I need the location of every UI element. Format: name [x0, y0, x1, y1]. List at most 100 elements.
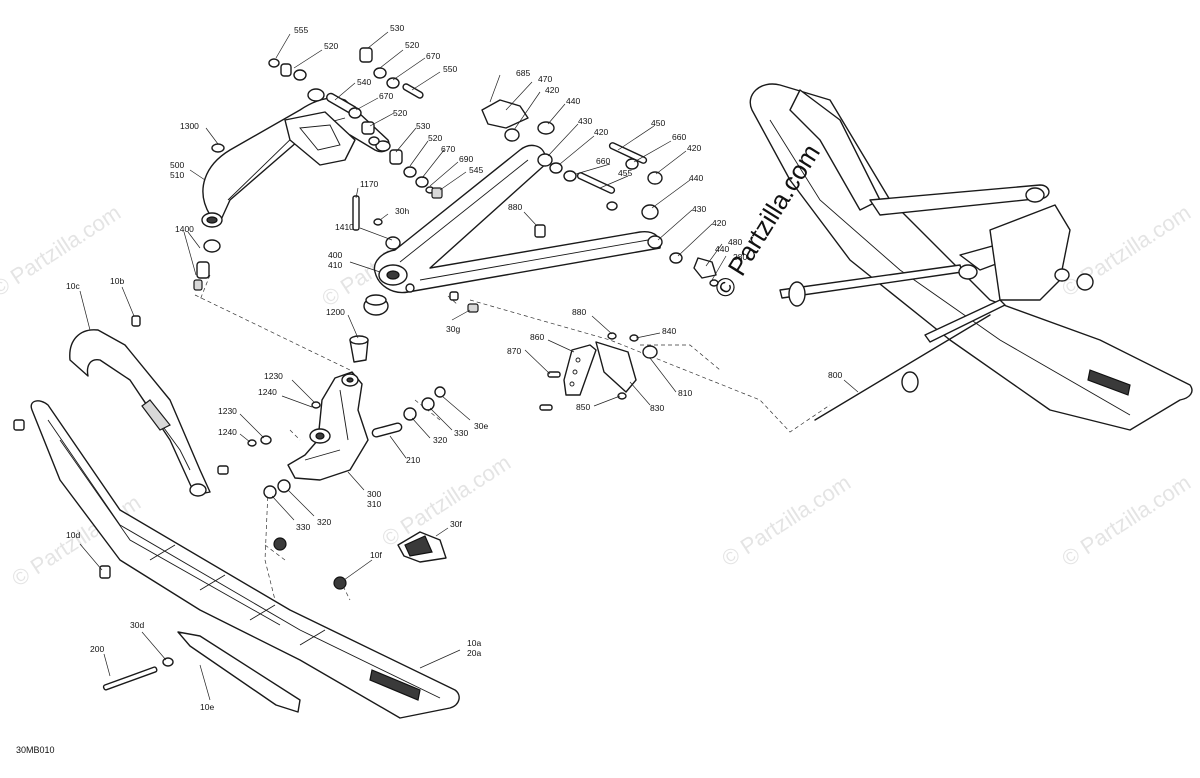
- callout-line: 30h: [395, 206, 409, 216]
- callout-1240a: 1240: [258, 387, 277, 397]
- callout-line: 555: [294, 25, 308, 35]
- callout-line: 860: [530, 332, 544, 342]
- callout-520a: 520: [324, 41, 338, 51]
- callout-870: 870: [507, 346, 521, 356]
- callout-line: 800: [828, 370, 842, 380]
- left-ski-hardware: [99, 531, 447, 691]
- callout-labels: 5555205305206705505406705205305206706905…: [66, 23, 842, 712]
- callout-line: 1240: [258, 387, 277, 397]
- callout-line: 840: [662, 326, 676, 336]
- callout-line: 420: [712, 218, 726, 228]
- callout-530b: 530: [416, 121, 430, 131]
- callout-line: 880: [572, 307, 586, 317]
- leader-lines: [79, 31, 859, 701]
- callout-line: 810: [678, 388, 692, 398]
- callout-1230a: 1230: [264, 371, 283, 381]
- callout-440a: 440: [566, 96, 580, 106]
- callout-550: 550: [443, 64, 457, 74]
- callout-line: 10a: [467, 638, 481, 648]
- lower-a-arm: [373, 144, 662, 294]
- callout-555: 555: [294, 25, 308, 35]
- callout-10d: 10d: [66, 530, 80, 540]
- watermark: © Partzilla.com: [717, 470, 855, 572]
- callout-line: 10b: [110, 276, 124, 286]
- callout-670c: 670: [441, 144, 455, 154]
- callout-850: 850: [576, 402, 590, 412]
- callout-line: 410: [328, 260, 342, 270]
- callout-line: 1230: [218, 406, 237, 416]
- radius-rod-hardware: [481, 99, 719, 287]
- callout-line: 420: [687, 143, 701, 153]
- callout-line: 1240: [218, 427, 237, 437]
- callout-line: 200: [90, 644, 104, 654]
- callout-line: 470: [538, 74, 552, 84]
- callout-690: 690: [459, 154, 473, 164]
- callout-330a: 330: [454, 428, 468, 438]
- ski-spindle: [247, 371, 446, 499]
- callout-1410: 1410: [335, 222, 354, 232]
- callout-line: 420: [545, 85, 559, 95]
- callout-545: 545: [469, 165, 483, 175]
- callout-line: 10d: [66, 530, 80, 540]
- callout-660b: 660: [596, 156, 610, 166]
- callout-30d: 30d: [130, 620, 144, 630]
- callout-420a: 420: [545, 85, 559, 95]
- callout-1400: 1400: [175, 224, 194, 234]
- callout-880a: 880: [508, 202, 522, 212]
- callout-880b: 880: [572, 307, 586, 317]
- callout-520b: 520: [405, 40, 419, 50]
- callout-670a: 670: [426, 51, 440, 61]
- callout-line: 310: [367, 499, 381, 509]
- callout-520d: 520: [428, 133, 442, 143]
- callout-line: 400: [328, 250, 342, 260]
- hardware-upper: [193, 47, 546, 363]
- callout-480: 480: [728, 237, 742, 247]
- callout-line: 510: [170, 170, 184, 180]
- callout-line: 320: [317, 517, 331, 527]
- callout-line: 210: [406, 455, 420, 465]
- callout-line: 330: [296, 522, 310, 532]
- callout-line: 850: [576, 402, 590, 412]
- callout-line: 30e: [474, 421, 488, 431]
- callout-860: 860: [530, 332, 544, 342]
- right-ski-assembly: [749, 83, 1193, 431]
- callout-1170: 1170: [360, 179, 379, 189]
- callout-line: 440: [566, 96, 580, 106]
- callout-420d: 420: [712, 218, 726, 228]
- callout-line: 1300: [180, 121, 199, 131]
- watermark: © Partzilla.com: [377, 450, 515, 552]
- callout-810: 810: [678, 388, 692, 398]
- callout-30h: 30h: [395, 206, 409, 216]
- callout-line: 20a: [467, 648, 481, 658]
- callout-line: 520: [324, 41, 338, 51]
- callout-line: 530: [416, 121, 430, 131]
- callout-line: 300: [367, 489, 381, 499]
- callout-line: 480: [728, 237, 742, 247]
- callout-line: 670: [441, 144, 455, 154]
- callout-1300: 1300: [180, 121, 199, 131]
- left-ski-loop: [13, 315, 229, 497]
- callout-685: 685: [516, 68, 530, 78]
- callout-1200: 1200: [326, 307, 345, 317]
- callout-420b: 420: [594, 127, 608, 137]
- callout-540: 540: [357, 77, 371, 87]
- diagram-reference-code: 30MB010: [16, 745, 55, 755]
- callout-30e: 30e: [474, 421, 488, 431]
- callout-line: 550: [443, 64, 457, 74]
- callout-470: 470: [538, 74, 552, 84]
- callout-line: 1230: [264, 371, 283, 381]
- steering-bracket: [539, 332, 658, 411]
- callout-line: 10e: [200, 702, 214, 712]
- callout-440c: 440: [715, 244, 729, 254]
- callout-30g: 30g: [446, 324, 460, 334]
- callout-320a: 320: [433, 435, 447, 445]
- callout-420c: 420: [687, 143, 701, 153]
- callout-10e: 10e: [200, 702, 214, 712]
- callout-line: 870: [507, 346, 521, 356]
- callout-line: 670: [379, 91, 393, 101]
- callout-280: 280: [733, 252, 747, 262]
- callout-830: 830: [650, 403, 664, 413]
- callout-line: 500: [170, 160, 184, 170]
